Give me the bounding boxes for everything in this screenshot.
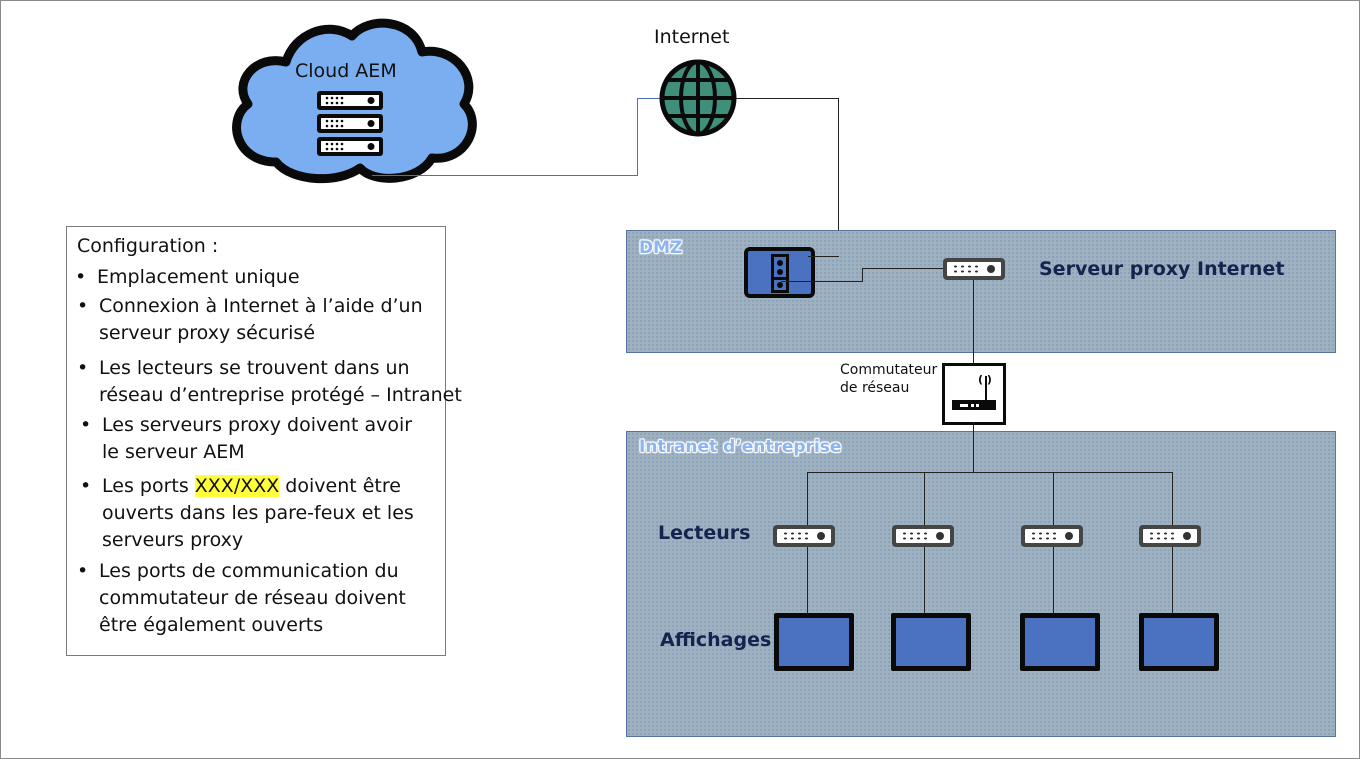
cloud-connector <box>372 175 638 176</box>
firewall-icon <box>744 247 815 298</box>
server-rack-icon <box>317 91 383 156</box>
player-icon <box>1021 525 1083 547</box>
displays-label: Affichages <box>660 629 772 651</box>
globe-icon <box>659 59 737 137</box>
dmz-zone <box>626 230 1336 353</box>
firewall-internet-link <box>808 256 839 257</box>
wifi-router-icon: ( ) <box>942 363 1006 425</box>
internet-connector-vertical <box>838 98 839 258</box>
configuration-box: Configuration : •Emplacement unique •Con… <box>66 226 462 656</box>
player-icon <box>892 525 954 547</box>
firewall-proxy-link-h <box>862 268 944 269</box>
ports-highlight: XXX/XXX <box>194 475 280 497</box>
internet-connector <box>736 98 839 99</box>
display-icon <box>1139 613 1219 671</box>
intranet-bus <box>807 472 1173 473</box>
cloud-connector-vertical <box>637 98 638 176</box>
player-icon <box>773 525 835 547</box>
config-item: •Emplacement unique <box>75 266 300 288</box>
player-icon <box>1139 525 1201 547</box>
configuration-title: Configuration : <box>77 235 219 257</box>
switch-trunk-link <box>973 422 974 473</box>
display-icon <box>891 613 971 671</box>
intranet-label: Intranet d’entreprise <box>639 437 842 457</box>
display-icon <box>774 613 854 671</box>
proxy-switch-link <box>973 280 974 364</box>
players-label: Lecteurs <box>658 522 751 544</box>
firewall-proxy-link-v <box>862 268 863 282</box>
cloud-label: Cloud AEM <box>295 60 397 82</box>
proxy-server-icon <box>943 258 1005 280</box>
proxy-server-label: Serveur proxy Internet <box>1039 258 1285 280</box>
display-icon <box>1020 613 1100 671</box>
dmz-label: DMZ <box>639 238 683 258</box>
internet-label: Internet <box>654 26 730 48</box>
firewall-proxy-link <box>781 281 863 282</box>
intranet-zone <box>626 431 1336 737</box>
cloud-connector-top <box>637 98 662 99</box>
